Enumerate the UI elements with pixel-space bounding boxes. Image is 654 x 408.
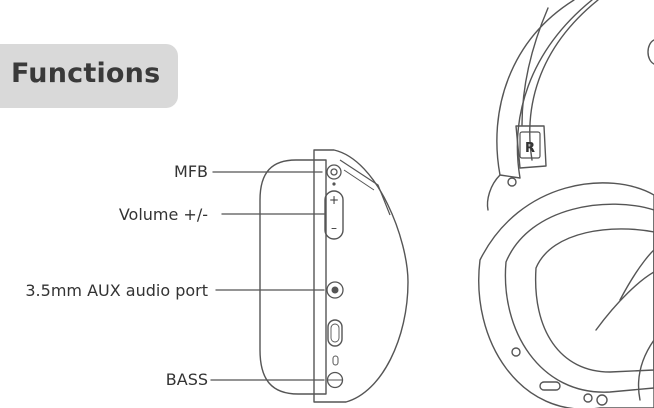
callout-label-volume: Volume +/- [118,205,208,224]
right-side-badge [519,131,541,159]
right-earcup-cushion [504,203,654,393]
earcup-housing [313,149,409,403]
earcup-controls [326,164,344,389]
usb-c-port [327,319,343,347]
headband [496,0,593,179]
page-title: Functions [11,58,161,89]
earcup-side-view [259,149,409,403]
right-earcup-outer [478,182,654,408]
section-tab [0,44,178,108]
right-marker-label: R [525,141,535,156]
volume-minus-symbol: – [331,221,337,235]
volume-rocker [324,190,344,240]
volume-plus-symbol: + [329,193,339,207]
headphone-three-quarter-view [478,0,654,408]
callout-label-bass: BASS [165,370,208,389]
callout-label-mfb: MFB [174,162,208,181]
callout-label-aux-port: 3.5mm AUX audio port [25,281,208,300]
mfb-button [326,164,342,180]
ear-cushion [259,159,327,395]
